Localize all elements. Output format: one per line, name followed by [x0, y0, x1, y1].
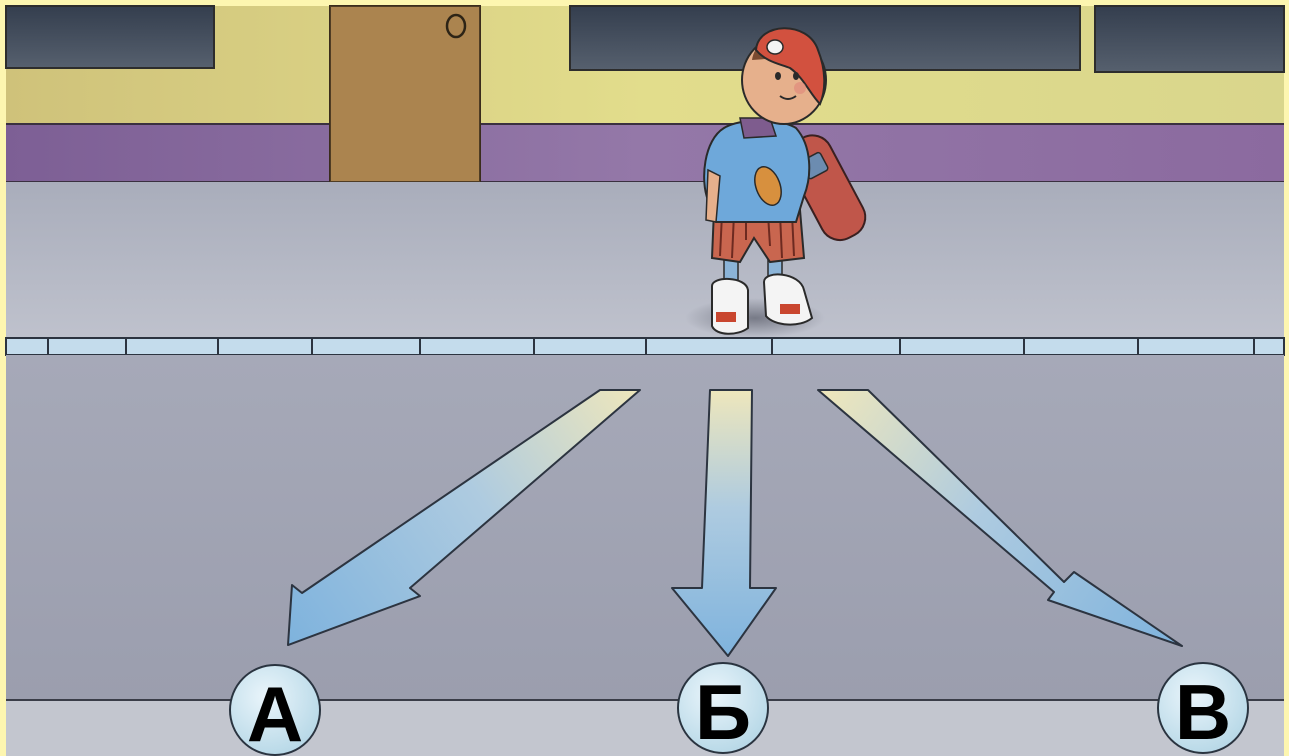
option-a-label: А — [246, 670, 304, 756]
option-v-label: В — [1174, 668, 1232, 756]
building-wall — [5, 5, 1285, 183]
option-b-label: Б — [694, 668, 752, 756]
road — [6, 355, 1284, 700]
option-v-button[interactable]: В — [1157, 662, 1249, 754]
curb — [5, 337, 1285, 356]
arrow-icon — [287, 389, 641, 646]
boy-with-skateboard — [685, 27, 867, 338]
sidewalk — [6, 182, 1284, 340]
door — [329, 5, 481, 183]
option-a-button[interactable]: А — [229, 664, 321, 756]
arrow-icon — [671, 389, 777, 657]
arrow-icon — [817, 389, 1183, 647]
option-b-button[interactable]: Б — [677, 662, 769, 754]
far-sidewalk — [6, 701, 1284, 756]
